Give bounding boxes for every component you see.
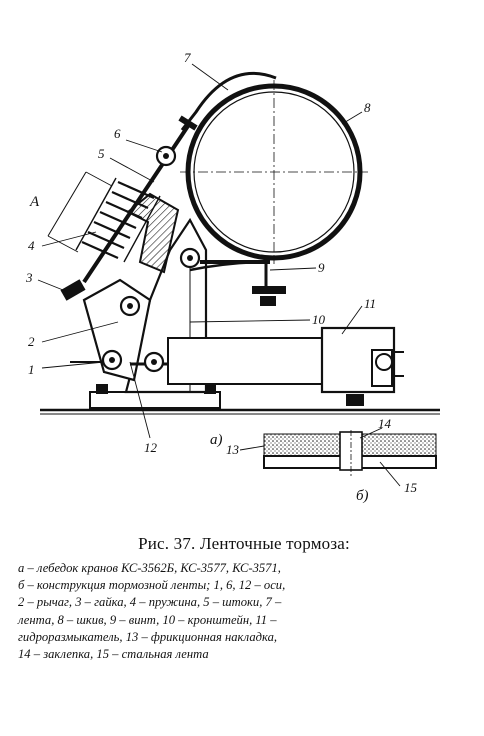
callout-1: 1: [28, 362, 35, 377]
hydraulic-release: [130, 326, 404, 394]
base-plate: [40, 384, 440, 415]
caption-line-5: гидроразмыкатель, 13 – фрикционная накла…: [18, 629, 278, 644]
caption-body: а – лебедок кранов КС-3562Б, КС-3577, КС…: [18, 560, 470, 663]
callout-12: 12: [144, 440, 158, 455]
callout-5: 5: [98, 146, 105, 161]
callout-14: 14: [378, 416, 392, 431]
adjusting-screw: [179, 247, 286, 306]
view-a-label: а): [210, 432, 223, 448]
brake-diagram: 1 2 3 4 5 6 7 8 9 10 11 12 13 14 15 A а)…: [25, 50, 440, 504]
caption-line-3: 2 – рычаг, 3 – гайка, 4 – пружина, 5 – ш…: [18, 595, 282, 610]
callout-11: 11: [364, 296, 376, 311]
callout-4: 4: [28, 238, 35, 253]
caption-line-2: б – конструкция тормозной ленты; 1, 6, 1…: [18, 578, 286, 593]
callout-6: 6: [114, 126, 121, 141]
caption-line-4: лента, 8 – шкив, 9 – винт, 10 – кронштей…: [18, 612, 277, 627]
callout-7: 7: [184, 50, 191, 65]
caption-title: Рис. 37. Ленточные тормоза:: [138, 534, 350, 553]
view-b-label: б): [356, 488, 369, 504]
dimension-a-label: A: [29, 194, 40, 210]
caption-line-6: 14 – заклепка, 15 – стальная лента: [18, 647, 209, 662]
callout-9: 9: [318, 260, 325, 275]
caption-line-1: а – лебедок кранов КС-3562Б, КС-3577, КС…: [18, 561, 281, 575]
band-section: [263, 430, 437, 478]
dimension-a: [47, 171, 113, 253]
callout-10: 10: [312, 312, 326, 327]
callout-8: 8: [364, 100, 371, 115]
callout-15: 15: [404, 480, 418, 495]
figure-caption: Рис. 37. Ленточные тормоза: а – лебедок …: [18, 534, 470, 663]
lever: [60, 278, 152, 382]
brake-drum: [180, 80, 368, 264]
leader-lines: [37, 63, 401, 487]
callout-2: 2: [28, 334, 35, 349]
callout-13: 13: [226, 442, 240, 457]
callout-3: 3: [25, 270, 33, 285]
